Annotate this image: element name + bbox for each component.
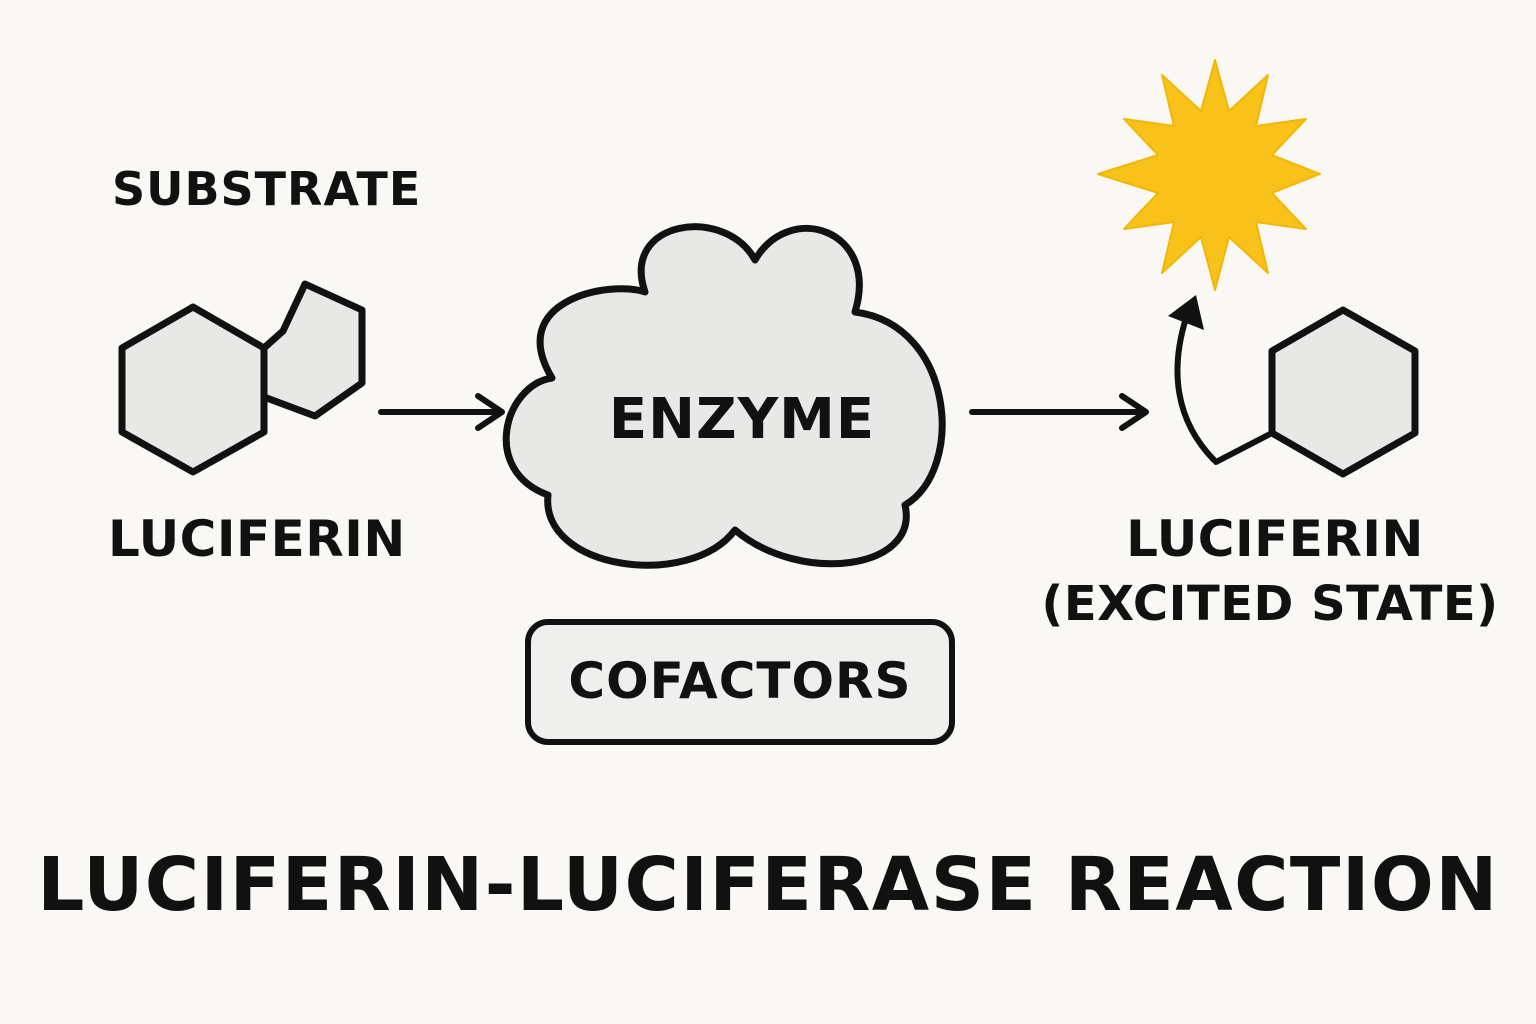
light-burst-icon <box>1097 59 1321 291</box>
diagram-title: LUCIFERIN-LUCIFERASE REACTION <box>37 842 1499 928</box>
enzyme-cloud-shape <box>502 223 946 569</box>
substrate-molecule-icon <box>118 280 366 476</box>
product-ring-hexagon <box>1268 306 1419 478</box>
arrow-substrate-to-enzyme <box>378 393 505 431</box>
substrate-name-label: LUCIFERIN <box>108 510 406 568</box>
emission-arrow <box>1168 295 1217 463</box>
product-name-label: LUCIFERIN <box>1126 510 1424 568</box>
enzyme-label: ENZYME <box>608 387 876 452</box>
cofactors-box <box>525 619 955 745</box>
product-molecule-icon <box>1213 306 1419 478</box>
cofactors-label: COFACTORS <box>568 652 912 710</box>
product-state-label: (EXCITED STATE) <box>1041 576 1499 632</box>
substrate-ring-hexagon <box>118 303 268 476</box>
substrate-heading: SUBSTRATE <box>112 162 422 216</box>
arrow-enzyme-to-product <box>969 393 1149 431</box>
substrate-ring-pentagon <box>260 280 366 420</box>
product-side-chain <box>1213 430 1275 465</box>
